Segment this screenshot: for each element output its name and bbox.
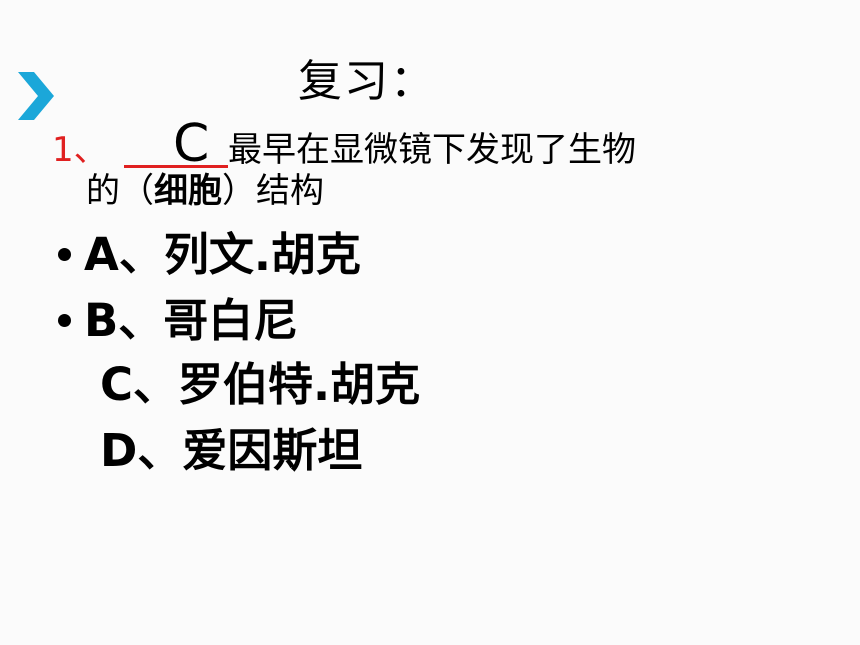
- chevron-right-icon: [18, 72, 54, 120]
- question-text-line-1: 最早在显微镜下发现了生物: [228, 130, 636, 170]
- question-number: 1、: [52, 130, 108, 170]
- question-keyword: 细胞: [154, 171, 222, 211]
- option-b: B、哥白尼: [84, 294, 299, 347]
- question-text-before: 的（: [86, 171, 154, 211]
- option-c: C、罗伯特.胡克: [100, 358, 421, 411]
- option-d: D、爱因斯坦: [100, 424, 363, 477]
- slide-title: 复习：: [298, 56, 436, 107]
- bullet-icon: [58, 248, 71, 261]
- question-line-2: 的（细胞）结构: [86, 171, 324, 211]
- option-a: A、列文.胡克: [84, 228, 361, 281]
- question-text-after: ）结构: [222, 171, 324, 211]
- bullet-icon: [58, 314, 71, 327]
- answer-letter: C: [173, 114, 210, 174]
- answer-blank: [124, 131, 228, 168]
